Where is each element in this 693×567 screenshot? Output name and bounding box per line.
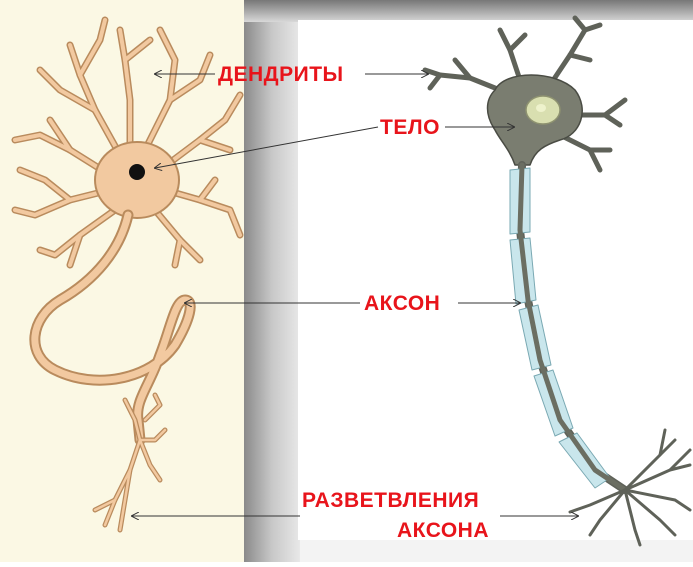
label-body: ТЕЛО [380, 117, 440, 138]
right-panel-top-shadow [244, 0, 693, 22]
right-neuron-nucleolus [536, 104, 546, 112]
label-branching-line2: АКСОНА [397, 520, 489, 541]
label-axon: АКСОН [364, 293, 440, 314]
left-neuron-nucleus [129, 164, 145, 180]
label-branching-line1: РАЗВЕТВЛЕНИЯ [302, 490, 479, 511]
label-dendrites: ДЕНДРИТЫ [218, 64, 344, 85]
left-panel [0, 0, 244, 562]
